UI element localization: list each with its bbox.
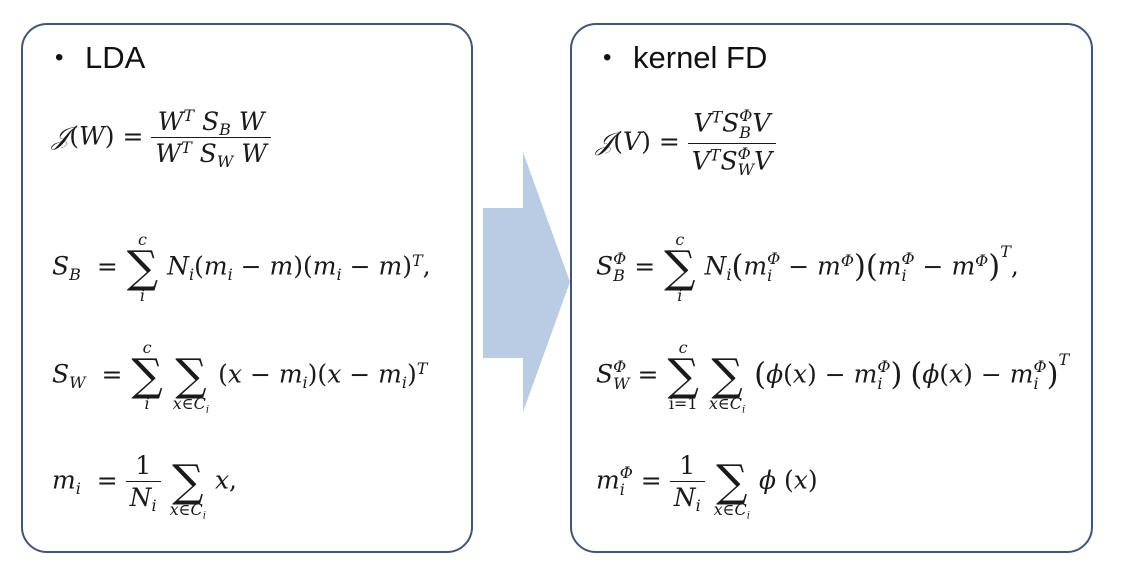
summation-symbol: c∑i [126, 230, 159, 306]
summation-symbol: ∑x∈Ci [172, 350, 210, 416]
lda-class-mean-equation: mi = 1 Ni ∑x∈Ci x, [52, 446, 237, 522]
lda-panel [21, 23, 473, 553]
summation-symbol: c∑i [664, 230, 696, 306]
summation-symbol: c∑i=1 [667, 338, 699, 414]
kernel-fd-panel [570, 23, 1093, 553]
lda-objective-equation: 𝒥(W) = WT SB W WT SW W [52, 108, 271, 170]
class-mean-fraction: 1 Ni [125, 452, 161, 514]
lda-heading-text: LDA [85, 40, 146, 75]
bullet-icon: • [55, 44, 64, 71]
bullet-icon: • [603, 44, 612, 71]
lda-heading: • LDA [55, 40, 145, 76]
kernel-class-mean-fraction: 1 Ni [669, 452, 705, 514]
summation-symbol: ∑x∈Ci [169, 456, 206, 522]
summation-symbol: ∑x∈Ci [713, 456, 751, 522]
lda-within-class-scatter-equation: SW = c∑i ∑x∈Ci (x − mi)(x − mi)T [52, 338, 428, 416]
lda-between-class-scatter-equation: SB = c∑i Ni(mi − m)(mi − m)T, [52, 230, 431, 306]
kernel-fd-heading-text: kernel FD [633, 40, 768, 75]
kernel-fd-heading: • kernel FD [603, 40, 767, 76]
summation-symbol: ∑x∈Ci [708, 350, 746, 416]
summation-symbol: c∑i [131, 338, 163, 414]
lda-objective-fraction: WT SB W WT SW W [151, 108, 271, 170]
